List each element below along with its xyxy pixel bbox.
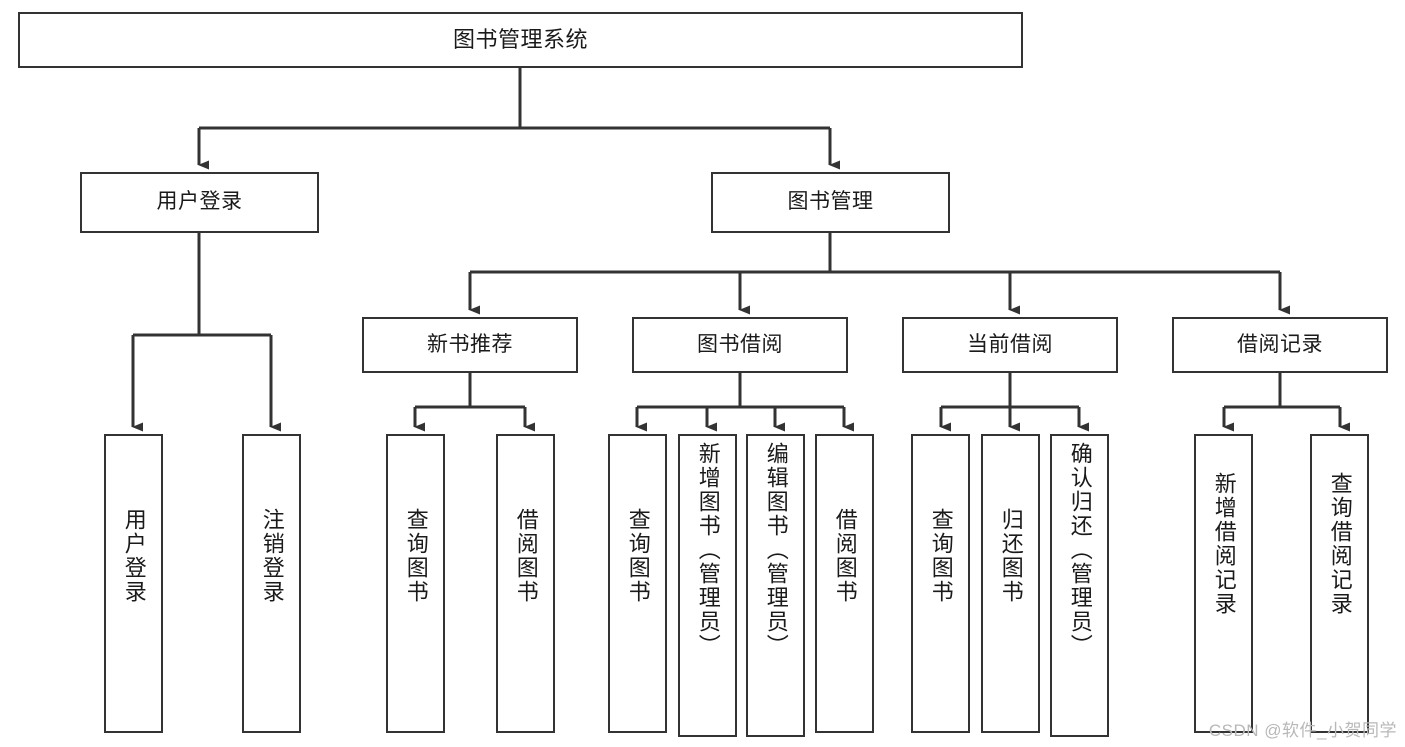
node-label: 借阅图书 <box>513 508 539 604</box>
node-label: 借阅记录 <box>1237 332 1323 356</box>
node-label: 查询图书 <box>928 508 954 604</box>
node-label: 新增借阅记录 <box>1211 472 1237 616</box>
node-label: 借阅图书 <box>832 508 858 604</box>
node-book-borrow[interactable]: 图书借阅 <box>632 317 848 373</box>
leaf-query-book-3[interactable]: 查询图书 <box>911 434 970 733</box>
csdn-watermark: CSDN @软件_小贺同学 <box>1208 721 1397 740</box>
node-label: 新书推荐 <box>427 332 513 356</box>
leaf-borrow-book-2[interactable]: 借阅图书 <box>815 434 874 733</box>
leaf-edit-book[interactable]: 编辑图书（管理员） <box>746 434 805 737</box>
leaf-confirm-return[interactable]: 确认归还（管理员） <box>1050 434 1109 737</box>
node-label: 确认归还（管理员） <box>1067 442 1093 658</box>
leaf-query-book-1[interactable]: 查询图书 <box>386 434 445 733</box>
leaf-query-book-2[interactable]: 查询图书 <box>608 434 667 733</box>
leaf-query-record[interactable]: 查询借阅记录 <box>1310 434 1369 733</box>
node-label: 图书管理 <box>787 190 874 214</box>
leaf-user-login[interactable]: 用户登录 <box>104 434 163 733</box>
node-label: 归还图书 <box>998 508 1024 604</box>
node-book-management[interactable]: 图书管理 <box>711 172 950 233</box>
node-label: 用户登录 <box>121 508 147 604</box>
node-label: 用户登录 <box>156 190 243 214</box>
node-label: 查询图书 <box>625 508 651 604</box>
node-label: 图书借阅 <box>697 332 783 356</box>
node-label: 查询借阅记录 <box>1327 472 1353 616</box>
node-label: 新增图书（管理员） <box>695 442 721 658</box>
node-label: 查询图书 <box>403 508 429 604</box>
node-new-book-recommend[interactable]: 新书推荐 <box>362 317 578 373</box>
node-label: 注销登录 <box>259 508 285 604</box>
node-label: 编辑图书（管理员） <box>763 442 789 658</box>
leaf-return-book[interactable]: 归还图书 <box>981 434 1040 733</box>
node-borrow-record[interactable]: 借阅记录 <box>1172 317 1388 373</box>
leaf-user-logout[interactable]: 注销登录 <box>242 434 301 733</box>
node-label: 图书管理系统 <box>452 27 588 53</box>
node-user-login[interactable]: 用户登录 <box>80 172 319 233</box>
node-root-book-management-system[interactable]: 图书管理系统 <box>18 12 1023 68</box>
node-label: 当前借阅 <box>967 332 1053 356</box>
leaf-add-record[interactable]: 新增借阅记录 <box>1194 434 1253 733</box>
leaf-borrow-book-1[interactable]: 借阅图书 <box>496 434 555 733</box>
node-current-borrow[interactable]: 当前借阅 <box>902 317 1118 373</box>
leaf-add-book[interactable]: 新增图书（管理员） <box>678 434 737 737</box>
